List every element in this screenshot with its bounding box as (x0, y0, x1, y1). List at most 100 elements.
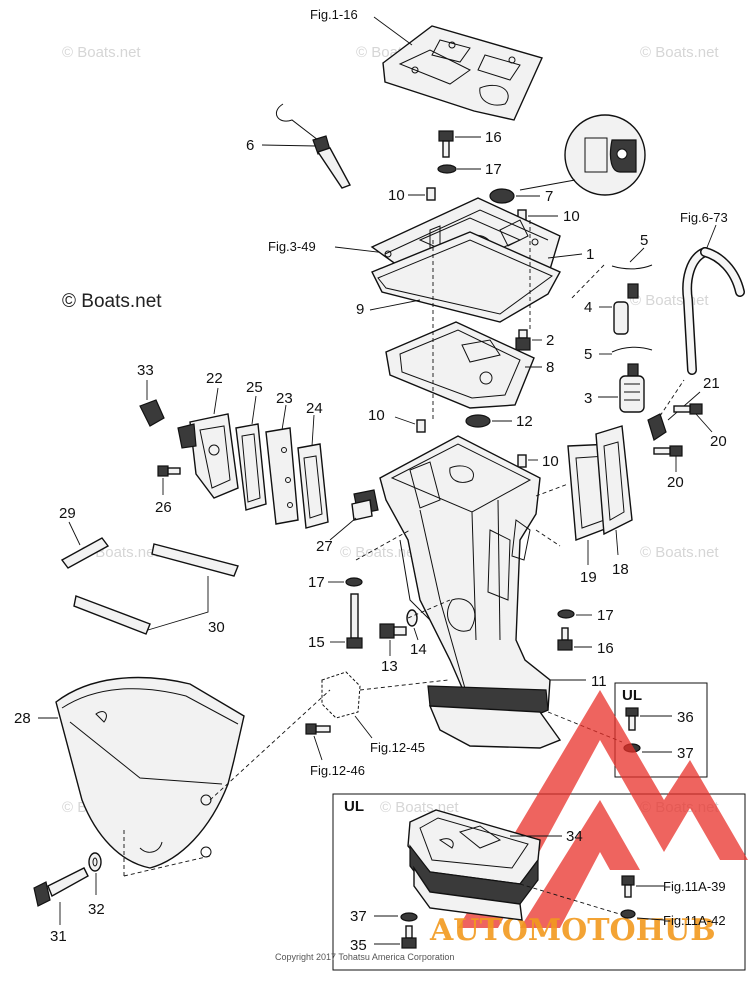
leader-line (147, 576, 209, 631)
gasket-9 (371, 231, 561, 323)
callout-27[interactable]: 27 (316, 538, 333, 555)
leader-line (629, 247, 645, 263)
washer-17-left (345, 577, 363, 587)
callout-15[interactable]: 15 (308, 634, 325, 651)
leader-line (636, 917, 665, 921)
callout-24[interactable]: 24 (306, 400, 323, 417)
callout-22[interactable]: 22 (206, 370, 223, 387)
clip-5-bottom (611, 346, 653, 353)
callout-31[interactable]: 31 (50, 928, 67, 945)
callout-6[interactable]: 6 (246, 137, 254, 154)
ref-fig-3-49[interactable]: Fig.3-49 (268, 239, 316, 254)
gasket-25 (235, 423, 267, 511)
washer-fig-11a-42 (620, 909, 636, 919)
callout-17-top[interactable]: 17 (485, 161, 502, 178)
callout-5-bottom[interactable]: 5 (584, 346, 592, 363)
callout-8[interactable]: 8 (546, 359, 554, 376)
leader-line (615, 529, 619, 556)
callout-7[interactable]: 7 (545, 188, 553, 205)
callout-12[interactable]: 12 (516, 413, 533, 430)
watermark-text: © Boats.net (340, 544, 419, 561)
callout-10-d[interactable]: 10 (542, 453, 559, 470)
copyright-text: Copyright 2017 Tohatsu America Corporati… (275, 952, 454, 962)
callout-5-top[interactable]: 5 (640, 232, 648, 249)
clip-5-top (611, 264, 653, 270)
part-34 (407, 809, 541, 921)
callout-16-right[interactable]: 16 (597, 640, 614, 657)
callout-11[interactable]: 11 (591, 673, 607, 690)
leader-line (251, 395, 257, 425)
callout-13[interactable]: 13 (381, 658, 398, 675)
watermark-text: © Boats.net (640, 44, 719, 61)
bolt-31 (33, 867, 89, 907)
bolt-20-upper (673, 403, 703, 415)
leader-line (695, 413, 713, 433)
callout-10-b[interactable]: 10 (563, 208, 580, 225)
callout-20-lower[interactable]: 20 (667, 474, 684, 491)
callout-9[interactable]: 9 (356, 301, 364, 318)
leader-line (354, 715, 373, 739)
callout-36[interactable]: 36 (677, 709, 694, 726)
callout-17-right[interactable]: 17 (597, 607, 614, 624)
alignment-line (355, 529, 411, 561)
leader-line (705, 224, 717, 251)
leader-line (261, 144, 317, 147)
watermark-text: © Boats.net (640, 544, 719, 561)
ref-fig-6-73[interactable]: Fig.6-73 (680, 210, 728, 225)
callout-17-left[interactable]: 17 (308, 574, 325, 591)
callout-4[interactable]: 4 (584, 299, 592, 316)
bolt-15 (346, 593, 363, 649)
leader-line (311, 414, 315, 447)
bolt-16-top (438, 130, 454, 158)
callout-16-top[interactable]: 16 (485, 129, 502, 146)
callout-28[interactable]: 28 (14, 710, 31, 727)
callout-10-a[interactable]: 10 (388, 187, 405, 204)
ref-fig-11a-42[interactable]: Fig.11A-42 (663, 913, 726, 928)
callout-25[interactable]: 25 (246, 379, 263, 396)
ref-fig-12-46[interactable]: Fig.12-46 (310, 763, 365, 778)
washer-14 (406, 609, 418, 627)
dowel-10a (426, 187, 436, 201)
bolt-20-lower (653, 445, 683, 457)
leader-line (68, 521, 81, 546)
oil-seal-7 (489, 188, 515, 204)
cap-33 (139, 399, 165, 427)
alignment-line (407, 599, 451, 619)
callout-14[interactable]: 14 (410, 641, 427, 658)
hose-4 (613, 301, 629, 335)
cap-part (627, 283, 639, 299)
callout-37-bottom[interactable]: 37 (350, 908, 367, 925)
callout-20-upper[interactable]: 20 (710, 433, 727, 450)
callout-18[interactable]: 18 (612, 561, 629, 578)
drive-shaft-housing-11 (379, 435, 562, 749)
alignment-line (569, 264, 605, 301)
callout-1[interactable]: 1 (586, 246, 594, 263)
callout-2[interactable]: 2 (546, 332, 554, 349)
callout-37-right[interactable]: 37 (677, 745, 694, 762)
ref-fig-12-45[interactable]: Fig.12-45 (370, 740, 425, 755)
callout-26[interactable]: 26 (155, 499, 172, 516)
dipstick-part (275, 103, 351, 189)
callout-19[interactable]: 19 (580, 569, 597, 586)
fitting-2 (515, 329, 531, 351)
callout-10-c[interactable]: 10 (368, 407, 385, 424)
ref-fig-1-16[interactable]: Fig.1-16 (310, 7, 358, 22)
leader-line (394, 416, 416, 425)
callout-21[interactable]: 21 (703, 375, 720, 392)
ref-fig-11a-39[interactable]: Fig.11A-39 (663, 879, 726, 894)
bolt-fig-11a-39 (621, 875, 635, 898)
leader-line (369, 299, 421, 311)
ul-label-right: UL (622, 687, 642, 704)
strip-30a (151, 543, 239, 577)
callout-30[interactable]: 30 (208, 619, 225, 636)
callout-33[interactable]: 33 (137, 362, 154, 379)
ul-label-bottom: UL (344, 798, 364, 815)
callout-29[interactable]: 29 (59, 505, 76, 522)
callout-32[interactable]: 32 (88, 901, 105, 918)
callout-3[interactable]: 3 (584, 390, 592, 407)
callout-35[interactable]: 35 (350, 937, 367, 954)
bracket-21 (647, 413, 667, 441)
callout-34[interactable]: 34 (566, 828, 583, 845)
callout-23[interactable]: 23 (276, 390, 293, 407)
